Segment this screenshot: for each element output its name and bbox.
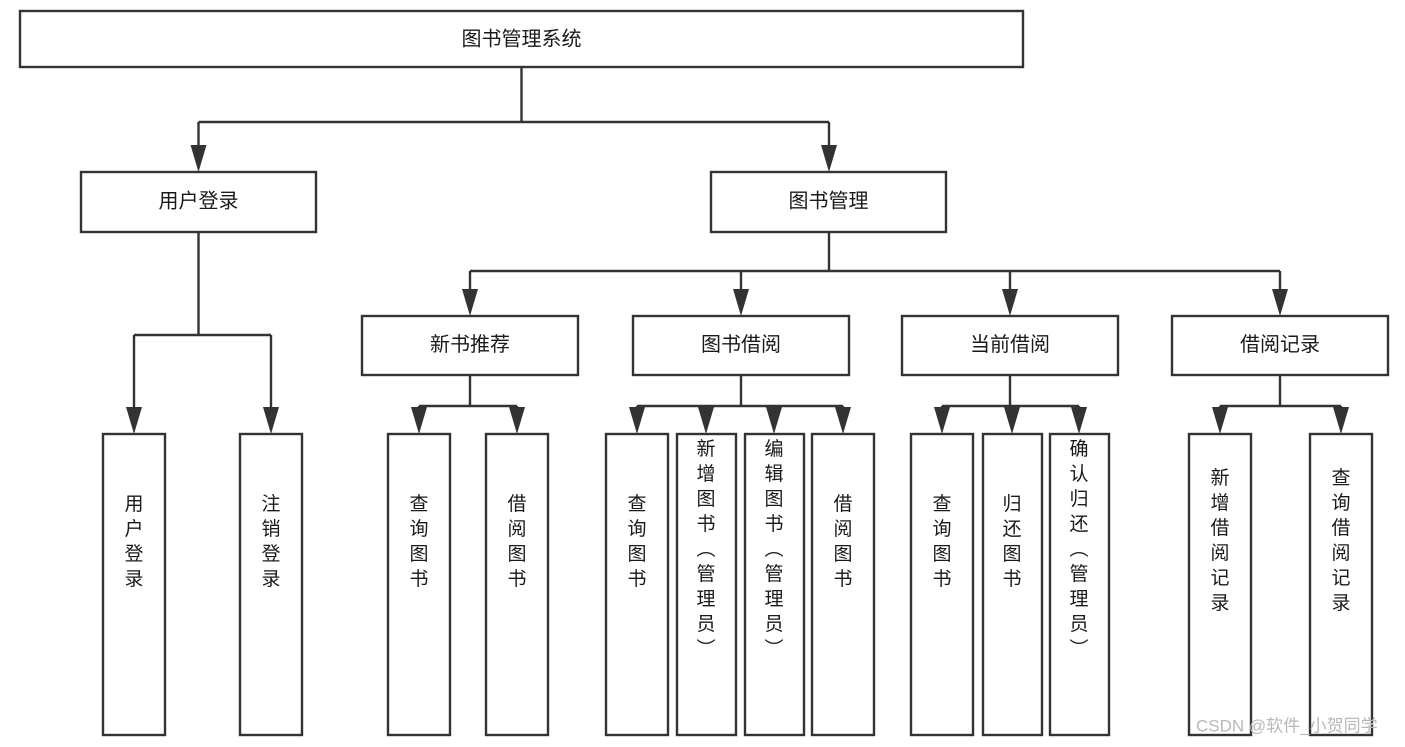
arrow-head-leaf-confirm-return-admin bbox=[1071, 407, 1087, 434]
node-user-login-box bbox=[79, 170, 318, 234]
node-leaf-user-login-label: 用户登录 bbox=[124, 494, 143, 590]
node-current-borrow-box bbox=[900, 314, 1120, 377]
arrow-head-leaf-return-book bbox=[1004, 407, 1020, 434]
node-leaf-query-book-recommend-box bbox=[386, 432, 452, 737]
node-book-manage[interactable]: 图书管理 bbox=[709, 170, 948, 234]
node-new-book-recommend-box bbox=[360, 314, 580, 377]
node-book-manage-box bbox=[709, 170, 948, 234]
arrow-head-book-borrow bbox=[733, 289, 749, 316]
node-borrow-record-box bbox=[1170, 314, 1390, 377]
node-new-book-recommend-label: 新书推荐 bbox=[430, 333, 510, 356]
node-leaf-add-book-admin-label: 新增图书︵管理员︶ bbox=[696, 438, 715, 660]
node-leaf-borrow-book-label: 借阅图书 bbox=[833, 493, 852, 590]
node-leaf-add-borrow-record-label: 新增借阅记录 bbox=[1210, 467, 1229, 614]
arrow-head-leaf-query-book-current bbox=[934, 407, 950, 434]
connector-borrow-record-to-leaves bbox=[1212, 375, 1349, 434]
node-borrow-record[interactable]: 借阅记录 bbox=[1170, 314, 1390, 377]
connector-new-book-recommend-to-leaves bbox=[411, 375, 525, 434]
node-leaf-borrow-book-box bbox=[810, 432, 876, 737]
node-leaf-query-book-current-box bbox=[909, 432, 975, 737]
node-leaf-confirm-return-admin[interactable]: 确认归还︵管理员︶ bbox=[1048, 432, 1111, 737]
node-leaf-query-borrow-record-label: 查询借阅记录 bbox=[1331, 467, 1350, 614]
arrow-head-leaf-edit-book-admin bbox=[766, 407, 782, 434]
arrow-head-leaf-query-book-borrow bbox=[629, 407, 645, 434]
node-leaf-return-book[interactable]: 归还图书 bbox=[981, 432, 1044, 737]
arrow-head-leaf-borrow-book-recommend bbox=[509, 407, 525, 434]
node-current-borrow[interactable]: 当前借阅 bbox=[900, 314, 1120, 377]
node-leaf-add-book-admin[interactable]: 新增图书︵管理员︶ bbox=[675, 432, 738, 737]
arrow-head-leaf-user-login bbox=[126, 407, 142, 434]
connector-current-borrow-to-leaves bbox=[934, 375, 1087, 434]
node-root-label: 图书管理系统 bbox=[462, 27, 582, 50]
node-leaf-edit-book-admin-box bbox=[743, 432, 806, 737]
node-book-borrow-box bbox=[631, 314, 851, 377]
node-leaf-return-book-box bbox=[981, 432, 1044, 737]
node-leaf-query-book-borrow-label: 查询图书 bbox=[627, 493, 646, 590]
node-leaf-confirm-return-admin-label: 确认归还︵管理员︶ bbox=[1069, 438, 1088, 660]
node-leaf-query-book-borrow-box bbox=[604, 432, 670, 737]
node-new-book-recommend[interactable]: 新书推荐 bbox=[360, 314, 580, 377]
node-leaf-query-book-current[interactable]: 查询图书 bbox=[909, 432, 975, 737]
node-leaf-query-book-recommend[interactable]: 查询图书 bbox=[386, 432, 452, 737]
node-leaf-borrow-book-recommend-box bbox=[484, 432, 550, 737]
node-borrow-record-label: 借阅记录 bbox=[1240, 333, 1320, 356]
arrow-head-current-borrow bbox=[1002, 289, 1018, 316]
node-leaf-borrow-book-recommend-label: 借阅图书 bbox=[507, 493, 526, 590]
node-leaf-user-login[interactable]: 用户登录 bbox=[101, 432, 167, 737]
arrow-head-leaf-add-borrow-record bbox=[1212, 407, 1228, 434]
node-leaf-user-login-box bbox=[101, 432, 167, 737]
arrow-head-leaf-logout-login bbox=[263, 407, 279, 434]
connector-root-to-level2 bbox=[190, 67, 837, 172]
node-current-borrow-label: 当前借阅 bbox=[970, 333, 1050, 356]
node-leaf-edit-book-admin[interactable]: 编辑图书︵管理员︶ bbox=[743, 432, 806, 737]
node-leaf-add-book-admin-box bbox=[675, 432, 738, 737]
connector-user-login-to-leaves bbox=[126, 232, 279, 434]
node-leaf-add-borrow-record[interactable]: 新增借阅记录 bbox=[1187, 432, 1253, 737]
arrow-head-leaf-query-borrow-record bbox=[1333, 407, 1349, 434]
node-leaf-query-book-borrow[interactable]: 查询图书 bbox=[604, 432, 670, 737]
node-leaf-add-borrow-record-box bbox=[1187, 432, 1253, 737]
node-leaf-borrow-book-recommend[interactable]: 借阅图书 bbox=[484, 432, 550, 737]
node-leaf-query-book-current-label: 查询图书 bbox=[932, 493, 951, 590]
node-leaf-return-book-label: 归还图书 bbox=[1002, 493, 1021, 590]
arrow-head-new-book-recommend bbox=[462, 289, 478, 316]
arrow-head-book-manage bbox=[821, 145, 837, 172]
arrow-head-leaf-query-book-recommend bbox=[411, 407, 427, 434]
arrow-head-borrow-record bbox=[1272, 289, 1288, 316]
node-root-box bbox=[18, 9, 1025, 69]
arrow-head-user-login bbox=[190, 145, 207, 172]
node-root[interactable]: 图书管理系统 bbox=[18, 9, 1025, 69]
node-user-login[interactable]: 用户登录 bbox=[79, 170, 318, 234]
node-book-borrow-label: 图书借阅 bbox=[701, 333, 781, 356]
node-leaf-logout-login-label: 注销登录 bbox=[261, 493, 280, 590]
node-leaf-logout-login-box bbox=[238, 432, 304, 737]
node-leaf-query-book-recommend-label: 查询图书 bbox=[409, 493, 428, 590]
node-book-borrow[interactable]: 图书借阅 bbox=[631, 314, 851, 377]
node-leaf-borrow-book[interactable]: 借阅图书 bbox=[810, 432, 876, 737]
node-leaf-logout-login[interactable]: 注销登录 bbox=[238, 432, 304, 737]
node-user-login-label: 用户登录 bbox=[159, 189, 239, 212]
connector-book-borrow-to-leaves bbox=[629, 375, 851, 434]
arrow-head-leaf-add-book-admin bbox=[698, 407, 714, 434]
watermark-label: CSDN @软件_小贺同学 bbox=[1196, 716, 1378, 735]
node-leaf-query-borrow-record-box bbox=[1308, 432, 1374, 737]
node-leaf-query-borrow-record[interactable]: 查询借阅记录 bbox=[1308, 432, 1374, 737]
connector-book-manage-to-level3 bbox=[462, 232, 1288, 316]
arrow-head-leaf-borrow-book bbox=[835, 407, 851, 434]
node-leaf-confirm-return-admin-box bbox=[1048, 432, 1111, 737]
node-leaf-edit-book-admin-label: 编辑图书︵管理员︶ bbox=[764, 438, 783, 660]
node-book-manage-label: 图书管理 bbox=[789, 189, 869, 212]
